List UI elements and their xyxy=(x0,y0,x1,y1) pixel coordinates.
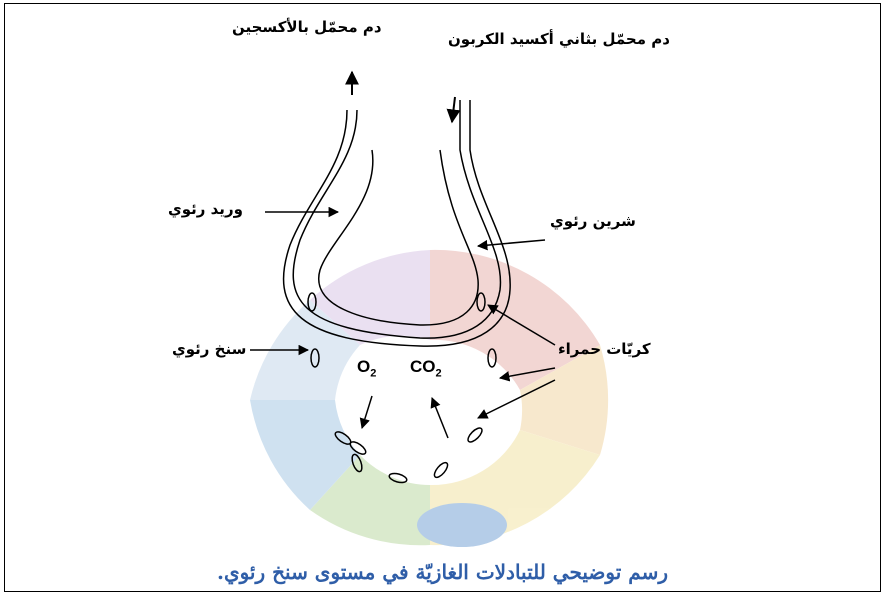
o2-symbol: O xyxy=(357,357,370,376)
co2-diffusion-arrow xyxy=(432,398,448,438)
label-pulmonary-vein: وريد رئوي xyxy=(168,200,243,218)
label-capillary: سنخ رئوي xyxy=(172,340,246,358)
figure-caption: رسم توضيحي للتبادلات الغازيّة في مستوى س… xyxy=(0,560,885,584)
o2-diffusion-arrow xyxy=(362,396,372,428)
label-co2: CO2 xyxy=(410,357,442,379)
label-o2: O2 xyxy=(357,357,376,379)
flow-arrow-down xyxy=(452,97,455,122)
co2-subscript: 2 xyxy=(436,367,442,379)
label-pulmonary-artery: شرين رئوي xyxy=(550,212,636,230)
pointer-artery xyxy=(478,240,545,246)
label-red-cells: كريّات حمراء xyxy=(558,340,651,358)
co2-symbol: CO xyxy=(410,357,436,376)
o2-subscript: 2 xyxy=(370,367,376,379)
watermark-wheel xyxy=(250,250,608,547)
label-oxygenated-blood: دم محمّل بالأكسجين xyxy=(232,18,382,36)
label-co2-blood: دم محمّل بثاني أكسيد الكربون xyxy=(448,30,670,48)
